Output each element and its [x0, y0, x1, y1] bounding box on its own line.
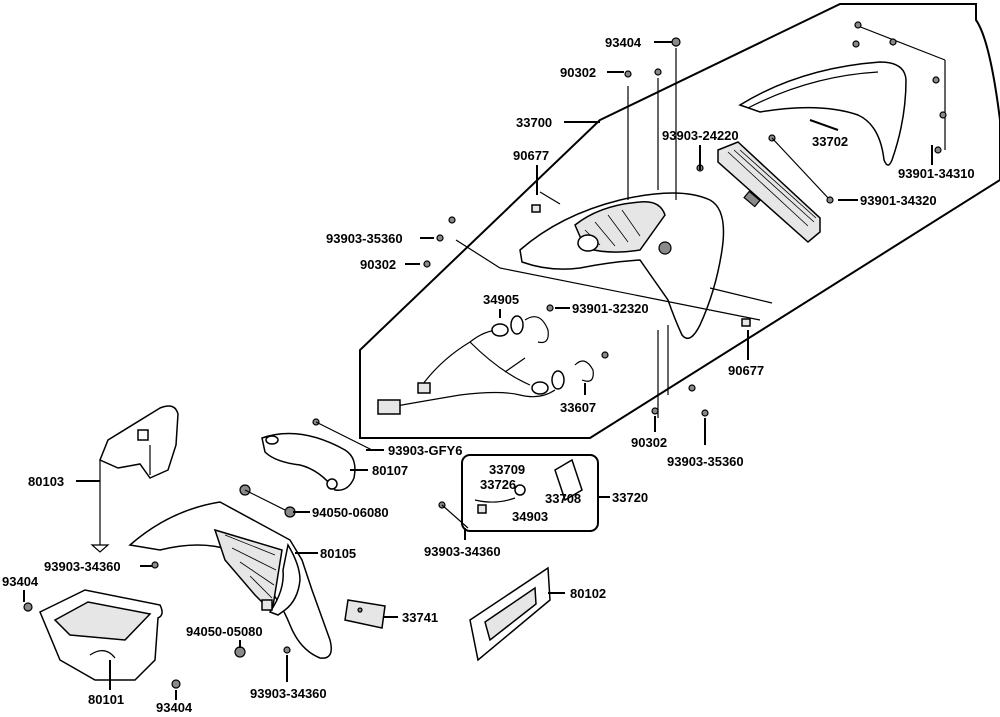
screw-icon — [671, 37, 681, 47]
label-93404-top: 93404 — [605, 35, 642, 50]
lower-fender-80101 — [39, 589, 163, 681]
screw-icon — [688, 384, 696, 392]
label-93901-32320: 93901-32320 — [572, 301, 649, 316]
label-33607: 33607 — [560, 400, 596, 415]
lens-cover-33702 — [738, 61, 907, 166]
label-33702: 33702 — [812, 134, 848, 149]
wiring-harness — [377, 304, 609, 415]
label-93903-34360-left: 93903-34360 — [44, 559, 121, 574]
shroud-80107 — [261, 432, 356, 491]
screw-icon — [448, 216, 456, 224]
label-34905: 34905 — [483, 292, 519, 307]
label-93404-left: 93404 — [2, 574, 39, 589]
label-90677-top: 90677 — [513, 148, 549, 163]
label-80101: 80101 — [88, 692, 124, 707]
bulb-icon — [510, 315, 524, 335]
label-94050-06080: 94050-06080 — [312, 505, 389, 520]
license-light-parts — [474, 458, 583, 514]
screw-icon — [423, 260, 431, 268]
screw-icon — [939, 111, 947, 119]
screw-icon — [932, 76, 940, 84]
screw-icon — [852, 40, 860, 48]
led-board — [717, 141, 821, 243]
bulb-icon — [551, 370, 565, 390]
bulb-icon — [491, 323, 509, 337]
screw-icon — [934, 146, 942, 154]
label-33741: 33741 — [402, 610, 438, 625]
label-90677-right: 90677 — [728, 363, 764, 378]
screw-icon — [546, 304, 554, 312]
label-93901-34310: 93901-34310 — [898, 166, 975, 181]
screw-icon — [889, 38, 897, 46]
label-33708: 33708 — [545, 491, 581, 506]
label-94050-05080: 94050-05080 — [186, 624, 263, 639]
screw-icon — [436, 234, 444, 242]
screw-icon — [654, 68, 662, 76]
label-93404-bottom: 93404 — [156, 700, 193, 715]
plate-bracket-80102 — [469, 566, 551, 662]
label-93903-35360-right: 93903-35360 — [667, 454, 744, 469]
label-93903-34360-bottom: 93903-34360 — [250, 686, 327, 701]
bracket-80103 — [90, 405, 179, 553]
label-93903-35360-left: 93903-35360 — [326, 231, 403, 246]
part-number-labels: 93404 90302 33700 93903-24220 33702 9067… — [2, 35, 975, 715]
label-93903-24220: 93903-24220 — [662, 128, 739, 143]
label-33709: 33709 — [489, 462, 525, 477]
screw-icon — [624, 70, 632, 78]
screw-icon — [171, 679, 181, 689]
screw-icon — [854, 21, 862, 29]
bolt-icon — [234, 646, 246, 658]
clip-icon — [741, 318, 751, 327]
screw-icon — [601, 351, 609, 359]
screw-chain-93901-34310 — [852, 21, 947, 154]
screw-icon — [826, 196, 834, 204]
label-80105: 80105 — [320, 546, 356, 561]
label-93901-34320: 93901-34320 — [860, 193, 937, 208]
label-33720: 33720 — [612, 490, 648, 505]
leader-lines — [23, 41, 933, 700]
license-light-group-box — [461, 454, 599, 532]
label-90302-top: 90302 — [560, 65, 596, 80]
label-34903: 34903 — [512, 509, 548, 524]
clip-icon — [531, 204, 541, 213]
rear-fender-80105 — [128, 501, 332, 659]
label-93903-GFY6: 93903-GFY6 — [388, 443, 462, 458]
label-90302-left: 90302 — [360, 257, 396, 272]
screw-icon — [23, 602, 33, 612]
reflector-33741 — [344, 599, 386, 629]
screw-icon — [151, 561, 159, 569]
screw-icon — [651, 407, 659, 415]
assembly-group-outline — [359, 3, 1000, 439]
label-80107: 80107 — [372, 463, 408, 478]
label-90302-bottom: 90302 — [631, 435, 667, 450]
label-93903-34360-mid: 93903-34360 — [424, 544, 501, 559]
screw-icon — [283, 646, 291, 654]
tail-light-housing-33700 — [519, 192, 725, 340]
label-33700: 33700 — [516, 115, 552, 130]
label-80102: 80102 — [570, 586, 606, 601]
label-80103: 80103 — [28, 474, 64, 489]
screw-icon — [701, 409, 709, 417]
bulb-icon — [531, 381, 549, 395]
label-33726: 33726 — [480, 477, 516, 492]
